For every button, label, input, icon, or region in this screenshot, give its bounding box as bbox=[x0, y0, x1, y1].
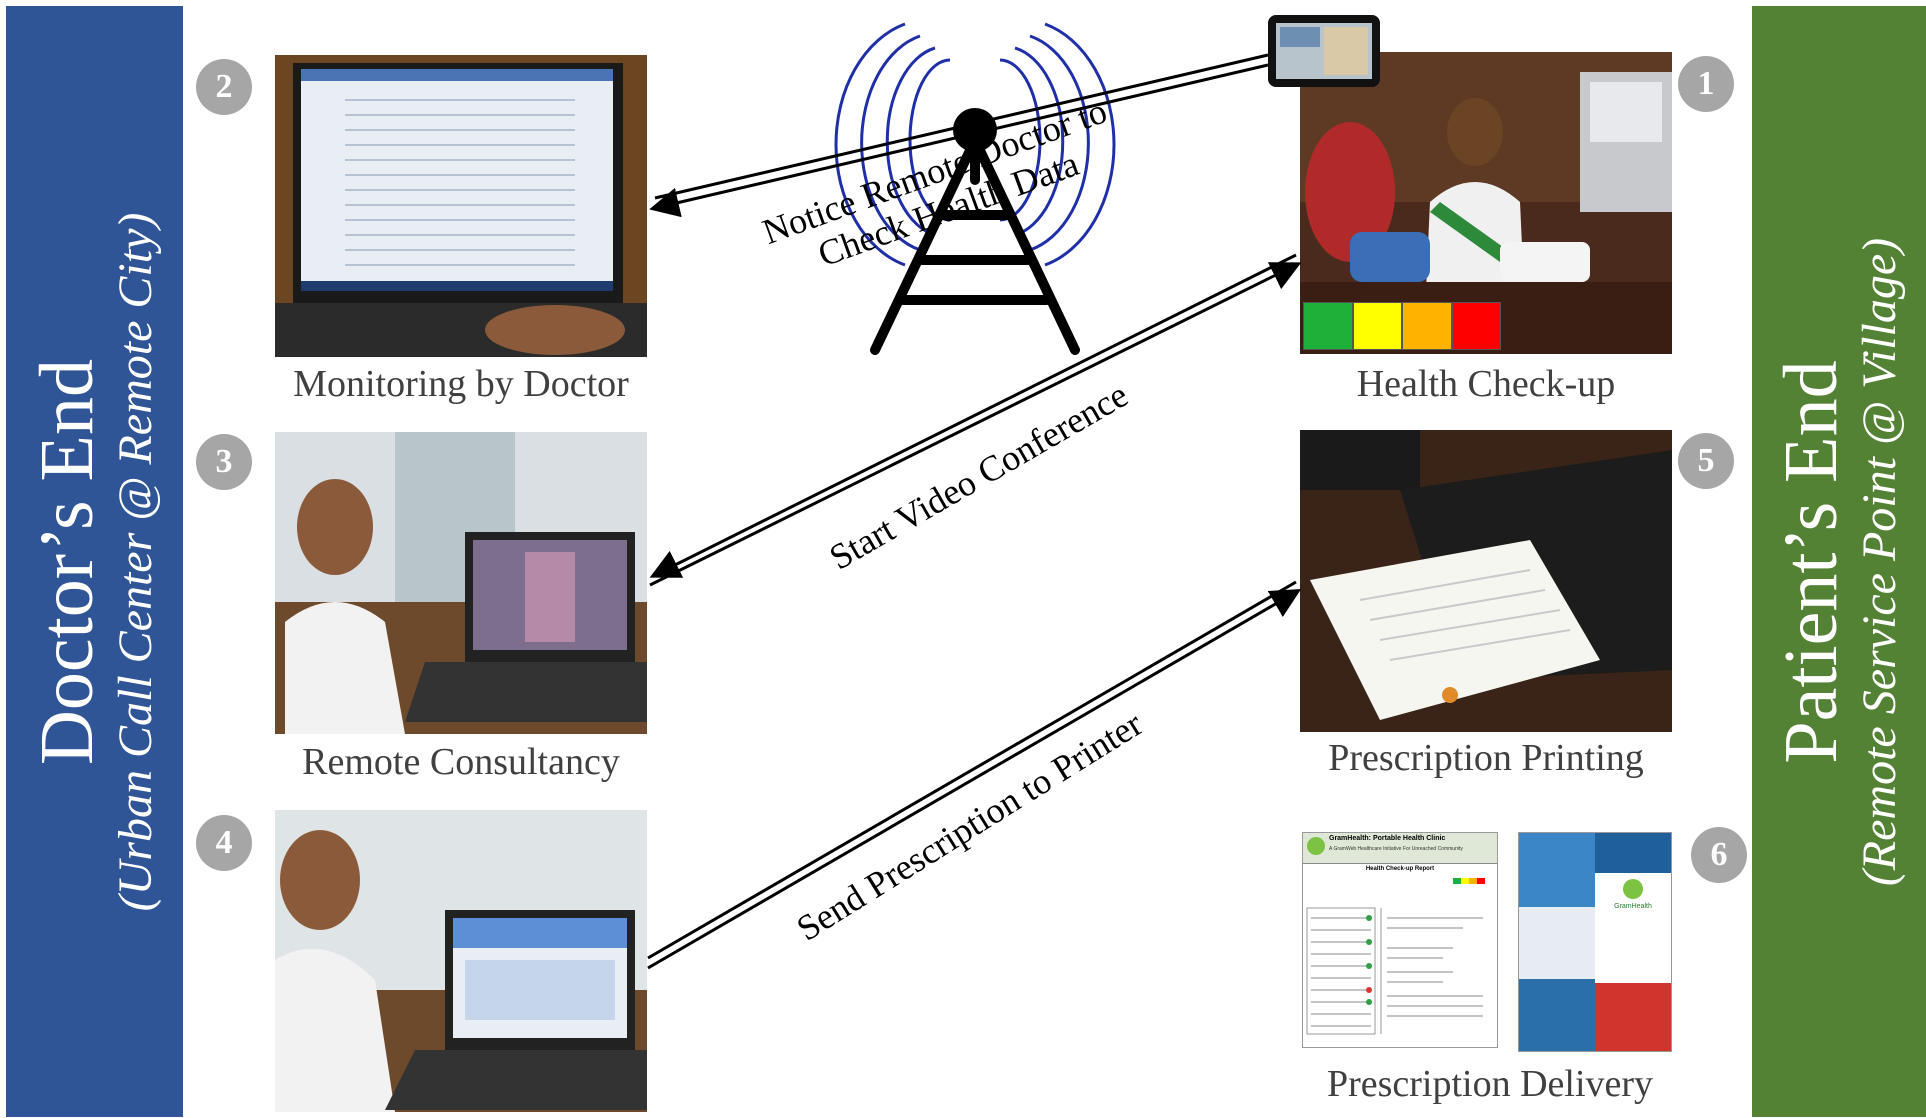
remote-consultancy-photo bbox=[275, 432, 647, 734]
brochure-logo-icon bbox=[1623, 879, 1643, 899]
status-green bbox=[1303, 302, 1353, 350]
prescription-subheader: A GramWeb Healthcare Initiative For Unre… bbox=[1329, 846, 1463, 852]
monitoring-photo bbox=[275, 55, 647, 357]
tablet-icon bbox=[1268, 15, 1380, 87]
step-number-2: 2 bbox=[196, 59, 252, 115]
brochure-brand: GramHealth bbox=[1614, 903, 1652, 910]
send-prescription-photo bbox=[275, 810, 647, 1112]
step-number-3: 3 bbox=[196, 434, 252, 490]
patients-end-label: Patient’s End (Remote Service Point @ Vi… bbox=[1769, 237, 1908, 886]
send-arrow-b bbox=[647, 588, 1302, 970]
status-red bbox=[1451, 302, 1501, 350]
doctors-end-subtitle: (Urban Call Center @ Remote City) bbox=[108, 212, 162, 911]
caption-prescription-delivery: Prescription Delivery bbox=[1326, 1063, 1654, 1105]
doctors-end-label: Doctor’s End (Urban Call Center @ Remote… bbox=[24, 212, 164, 911]
caption-health-checkup: Health Check-up bbox=[1356, 363, 1616, 405]
status-yellow bbox=[1352, 302, 1402, 350]
step-number-5: 5 bbox=[1678, 433, 1734, 489]
caption-monitoring: Monitoring by Doctor bbox=[293, 363, 629, 405]
status-orange bbox=[1402, 302, 1452, 350]
gramhealth-brochure: GramHealth bbox=[1518, 832, 1672, 1052]
prescription-printing-photo bbox=[1300, 430, 1672, 732]
send-prescription-label: Send Prescription to Printer bbox=[789, 703, 1150, 949]
prescription-header: GramHealth: Portable Health Clinic bbox=[1329, 835, 1446, 842]
health-status-bar bbox=[1303, 302, 1501, 350]
prescription-card: GramHealth: Portable Health Clinic A Gra… bbox=[1302, 832, 1498, 1048]
send-arrow-a bbox=[647, 580, 1297, 960]
patients-end-subtitle: (Remote Service Point @ Village) bbox=[1853, 237, 1906, 886]
prescription-report-title: Health Check-up Report bbox=[1365, 866, 1435, 872]
patients-end-band: Patient’s End (Remote Service Point @ Vi… bbox=[1752, 6, 1926, 1117]
doctors-end-title: Doctor’s End bbox=[24, 358, 109, 765]
step-number-6: 6 bbox=[1691, 827, 1747, 883]
caption-prescription-printing: Prescription Printing bbox=[1328, 737, 1644, 779]
caption-remote-consultancy: Remote Consultancy bbox=[302, 741, 620, 783]
video-conference-label: Start Video Conference bbox=[822, 374, 1135, 578]
doctors-end-band: Doctor’s End (Urban Call Center @ Remote… bbox=[6, 6, 183, 1117]
step-number-4: 4 bbox=[196, 815, 252, 871]
gramhealth-logo-icon bbox=[1307, 837, 1325, 855]
step-number-1: 1 bbox=[1678, 56, 1734, 112]
patients-end-title: Patient’s End bbox=[1769, 359, 1853, 764]
